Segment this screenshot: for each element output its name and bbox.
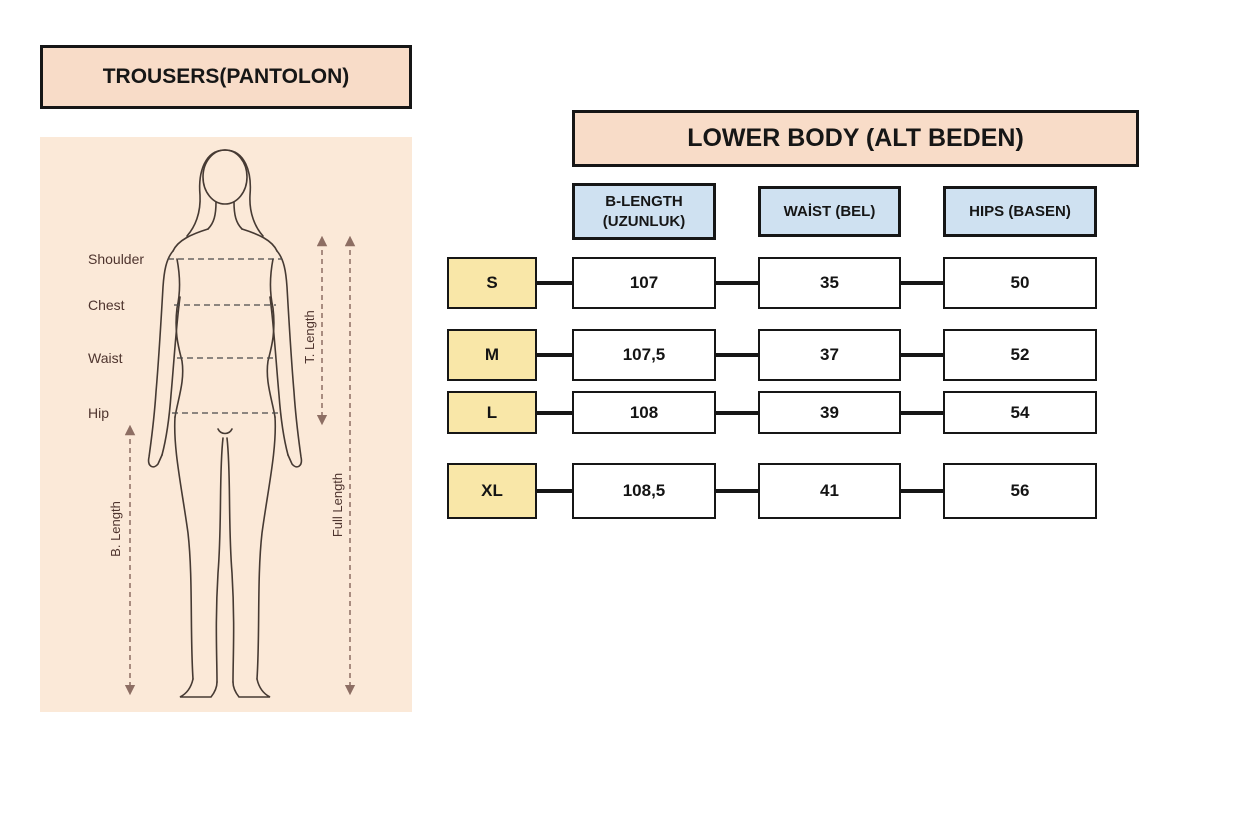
size-chart-title-box: LOWER BODY (ALT BEDEN) (572, 110, 1139, 167)
size-chart-title: LOWER BODY (ALT BEDEN) (687, 124, 1024, 152)
value-cell: 39 (758, 391, 901, 434)
value-cell: 108 (572, 391, 716, 434)
connector-line (716, 281, 758, 285)
b-length-label: B. Length (108, 501, 123, 557)
value-cell: 52 (943, 329, 1097, 381)
connector-line (716, 353, 758, 357)
length-arrows (124, 235, 356, 696)
size-chart-row-l: L 108 39 54 (447, 391, 1097, 434)
connector-line (901, 410, 943, 415)
size-chart-row-xl: XL 108,5 41 56 (447, 463, 1097, 519)
size-chart-row-m: M 107,5 37 52 (447, 329, 1097, 381)
value-cell: 35 (758, 257, 901, 309)
body-diagram: Shoulder Chest Waist Hip T. Length Full … (40, 137, 412, 712)
connector-line (901, 353, 943, 357)
size-cell: M (447, 329, 537, 381)
size-chart-row-s: S 107 35 50 (447, 257, 1097, 309)
value-cell: 37 (758, 329, 901, 381)
waist-label: Waist (88, 350, 123, 366)
size-cell: S (447, 257, 537, 309)
column-header-hips: HIPS (BASEN) (943, 186, 1097, 237)
connector-line (537, 353, 572, 357)
t-length-label: T. Length (302, 310, 317, 364)
connector-line (901, 489, 943, 493)
measure-lines (168, 258, 282, 414)
trousers-title: TROUSERS(PANTOLON) (102, 65, 350, 88)
body-figure (147, 149, 303, 698)
hip-label: Hip (88, 405, 109, 421)
value-cell: 107,5 (572, 329, 716, 381)
value-cell: 54 (943, 391, 1097, 434)
value-cell: 50 (943, 257, 1097, 309)
value-cell: 108,5 (572, 463, 716, 519)
shoulder-label: Shoulder (88, 251, 144, 267)
connector-line (537, 281, 572, 285)
value-cell: 41 (758, 463, 901, 519)
size-cell: L (447, 391, 537, 434)
column-header-b-length: B-LENGTH (UZUNLUK) (572, 183, 716, 240)
connector-line (537, 489, 572, 493)
connector-line (901, 281, 943, 285)
size-cell: XL (447, 463, 537, 519)
connector-line (716, 410, 758, 415)
value-cell: 56 (943, 463, 1097, 519)
trousers-title-box: TROUSERS(PANTOLON) (40, 45, 412, 109)
measure-labels: Shoulder Chest Waist Hip T. Length Full … (88, 251, 345, 557)
full-length-label: Full Length (330, 473, 345, 537)
column-header-waist: WAİST (BEL) (758, 186, 901, 237)
chest-label: Chest (88, 297, 125, 313)
value-cell: 107 (572, 257, 716, 309)
connector-line (537, 410, 572, 415)
connector-line (716, 489, 758, 493)
